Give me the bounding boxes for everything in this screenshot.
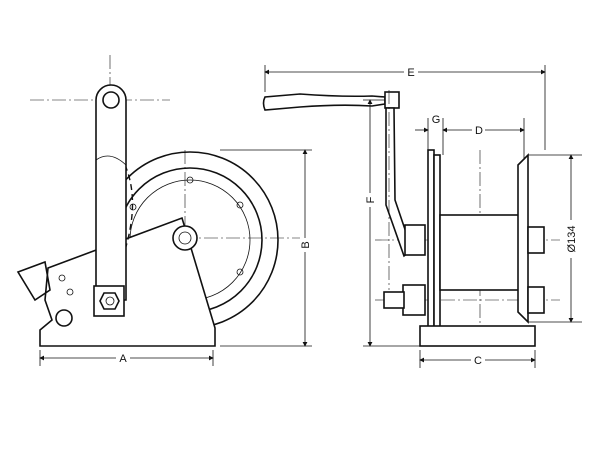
crank-handle-arm [95, 84, 127, 301]
frame-bracket [39, 216, 216, 347]
dimension-diameter-label: Ø134 [566, 226, 578, 253]
crank-grip [262, 93, 386, 111]
dimension-c-label: C [474, 355, 482, 367]
drum-body [439, 214, 521, 291]
dimension-e-label: E [407, 67, 414, 79]
hub [172, 225, 198, 251]
dimension-f-label: F [365, 196, 377, 203]
front-view: E F G D C Ø134 [262, 65, 582, 368]
dimension-a-label: A [119, 353, 127, 365]
dimension-g-label: G [432, 114, 441, 126]
dimension-d-label: D [475, 125, 483, 137]
dimension-b-label: B [300, 241, 312, 248]
side-view: A B [16, 55, 312, 366]
